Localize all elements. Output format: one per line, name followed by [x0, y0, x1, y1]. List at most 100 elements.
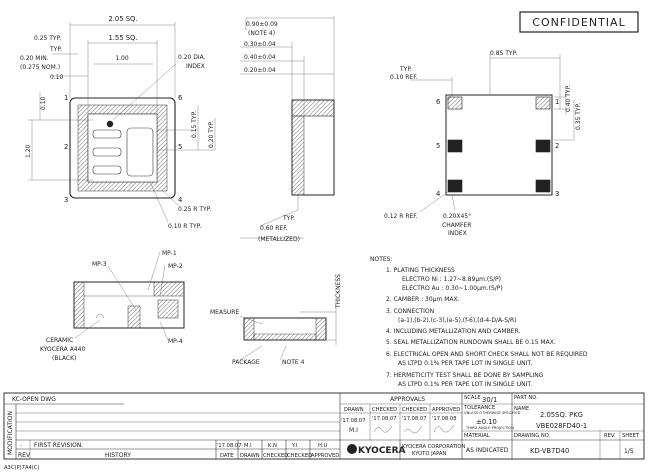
dim-0-10-ref: 0.10 REF. [390, 74, 418, 81]
row-yi: Y.I [291, 443, 298, 449]
dim-0-20-typ: 0.20 TYP. [208, 121, 215, 148]
note-5: 5. SEAL METALLIZATION RUNDOWN SHALL BE 0… [386, 339, 556, 346]
modification-label: MODIFICATION [7, 411, 14, 455]
material-label: MATERIAL [464, 433, 490, 439]
bottom-pin-3-label: 3 [555, 190, 559, 198]
note-6b: AS LTPD 0.1% PER TAPE LOT IN SINGLE UNIT… [398, 360, 532, 367]
approvals-checked2: CHECKED [402, 407, 427, 413]
dim-0-25-r: 0.25 R TYP. [178, 206, 211, 213]
pin-4-label: 4 [178, 196, 182, 204]
tolerance-value: ±0.10 [476, 418, 497, 426]
company-logo-text: KYOCERA [358, 446, 406, 456]
mp-2-label: MP-2 [168, 263, 183, 270]
signature-2 [403, 425, 423, 434]
bottom-pin-6-label: 6 [436, 98, 440, 106]
dim-2-05: 2.05 SQ. [108, 15, 137, 23]
scale-label: SCALE [464, 395, 481, 401]
dim-0-20-min: 0.20 MIN. [20, 55, 49, 62]
scale-value: 30/1 [482, 396, 497, 404]
name-label: NAME [514, 406, 529, 412]
rev-row-a: - [20, 443, 22, 449]
dim-0-10-left: 0.10 [40, 96, 47, 110]
company-name: KYOCERA CORPORATION [402, 444, 466, 450]
dim-1-55: 1.55 SQ. [108, 34, 137, 42]
note-7a: 7. HERMETICITY TEST SHALL BE DONE BY SAM… [386, 372, 544, 379]
bottom-typ: TYP. [399, 66, 412, 73]
dim-0-40: 0.40±0.04 [244, 54, 276, 61]
thickness-view: MEASURE THICKNESS PACKAGE NOTE 4 [210, 274, 342, 366]
bottom-pin-1-label: 1 [555, 98, 559, 106]
dim-0-20: 0.20±0.04 [244, 67, 276, 74]
kyocera-a440-label: KYOCERA A440 [40, 346, 85, 353]
row-date: '17.08.07 [217, 443, 242, 449]
row-mi: M.I [244, 443, 252, 449]
bottom-pin-5-label: 5 [436, 142, 440, 150]
notes-title: NOTES: [370, 256, 393, 263]
confidential-text: CONFIDENTIAL [532, 16, 625, 29]
note-3: 3. CONNECTION [386, 308, 434, 315]
third-angle-label: THIRD ANGLE PROJECTION [465, 426, 514, 430]
first-revision: FIRST REVISION. [34, 442, 83, 449]
tolerance-label: TOLERANCE [463, 405, 495, 411]
checked2-header: CHECKED [287, 453, 312, 459]
ceramic-label: CERAMIC [46, 337, 73, 344]
part-number: VBE028FD40-1 [536, 422, 587, 430]
measure-label: MEASURE [210, 309, 239, 316]
row-hu: H.U [318, 443, 327, 449]
approval-date-1: '17.08.07 [341, 418, 366, 424]
pin-1-label: 1 [64, 94, 68, 102]
dim-0-40-typ: 0.40 TYP. [565, 85, 572, 112]
note-6a: 6. ELECTRICAL OPEN AND SHORT CHECK SHALL… [386, 351, 588, 358]
pin-6-label: 6 [178, 94, 182, 102]
dim-typ: TYP. [49, 46, 62, 53]
bottom-view: 0.85 TYP. TYP. 0.10 REF. 0.40 TYP. 0.35 … [384, 50, 582, 237]
note-4: 4. INCLUDING METALLIZATION AND CAMBER. [386, 328, 520, 335]
sheet-value: 1/5 [624, 448, 634, 455]
approval-date-3: '17.08.07 [402, 416, 427, 422]
confidential-stamp: CONFIDENTIAL [519, 11, 639, 33]
mp-1-label: MP-1 [162, 250, 177, 257]
package-label: PACKAGE [232, 359, 260, 366]
signature-1 [373, 425, 393, 433]
chamfer-dim: 0.20X45° [443, 213, 471, 220]
index-label-bottom: INDEX [448, 230, 467, 237]
drawn-header: DRAWN [240, 453, 260, 459]
kc-open-dwg: KC-OPEN DWG [12, 396, 56, 403]
dim-1-20-left: 1.20 [25, 144, 32, 158]
part-no-label: PART NO. [514, 395, 538, 401]
sheet-label: SHEET [622, 433, 640, 439]
note-3a: (a-1),(b-2),(c-3),(e-5),(f-6),(d-4-D/A-S… [398, 317, 517, 324]
part-name: 2.05SQ. PKG [540, 411, 583, 419]
note-2: 2. CAMBER : 30μm MAX. [386, 296, 460, 303]
dim-0-20-dia: 0.20 DIA. [178, 54, 206, 61]
rev-label: REV. [604, 433, 616, 439]
side-typ: TYP. [282, 215, 295, 222]
approvals-label: APPROVALS [390, 396, 425, 403]
chamfer-label: CHAMFER [442, 222, 471, 229]
top-view: 2.05 SQ. 0.25 TYP. TYP. 0.20 MIN. (0.275… [20, 15, 216, 230]
dim-0-85: 0.85 TYP. [490, 50, 517, 57]
note-7b: AS LTPD 0.1% PER TAPE LOT IN SINGLE UNIT… [398, 381, 532, 388]
black-label: (BLACK) [52, 355, 76, 362]
index-label-top: INDEX [186, 63, 205, 70]
drawing-no-label: DRAWING NO. [514, 433, 551, 439]
checked1-header: CHECKED [263, 453, 288, 459]
drawing-no: KD-VB7D40 [530, 447, 569, 455]
note-1b: ELECTRO Au : 0.30~1.00μm.(S/P) [402, 285, 503, 292]
dim-0-12-ref: 0.12 R REF. [384, 213, 418, 220]
approval-date-4: '17.08.08 [432, 416, 457, 422]
dim-0-25: 0.25 TYP. [34, 35, 61, 42]
dim-0-90: 0.90±0.09 [246, 21, 278, 28]
note-4-label: NOTE 4 [282, 359, 305, 366]
title-block: KC-OPEN DWG MODIFICATION - FIRST REVISIO… [3, 392, 645, 460]
dim-1-00: 1.00 [115, 55, 129, 62]
footer-code: A3C(P)7A4(C) [4, 465, 39, 471]
approvals-approved: APPROVED [432, 407, 460, 413]
approval-date-2: '17.08.07 [372, 416, 397, 422]
dim-0-60-ref: 0.60 REF. [260, 225, 288, 232]
pin-2-label: 2 [64, 143, 68, 151]
history-header: HISTORY [105, 452, 131, 459]
thickness-label: THICKNESS [335, 274, 342, 309]
row-kn: K.N [268, 443, 277, 449]
